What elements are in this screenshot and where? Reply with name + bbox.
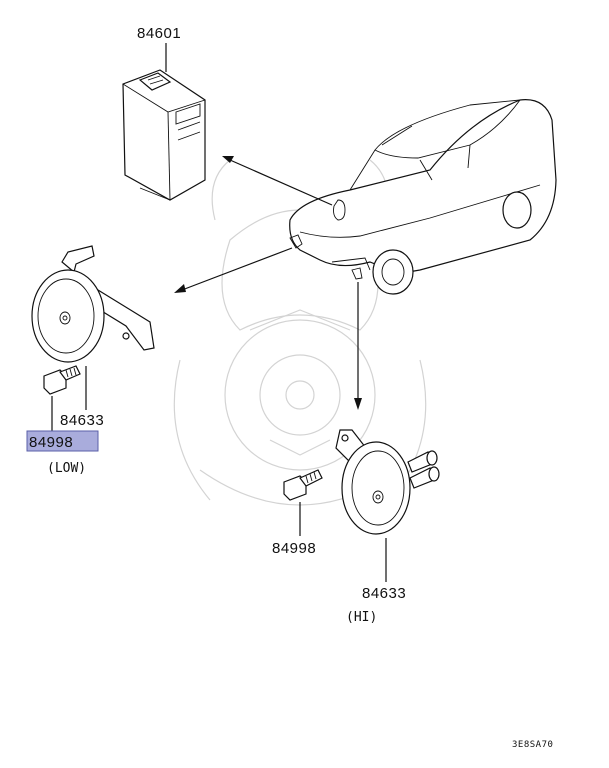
car-outline [289, 99, 557, 295]
arrows [174, 156, 362, 410]
callout-84998-low[interactable]: 84998 [29, 434, 73, 451]
callout-84998-low-highlight [26, 430, 99, 452]
horn-hi-part [335, 429, 440, 535]
low-variant-tag: (LOW) [47, 461, 86, 476]
bolt-low-part [43, 365, 81, 395]
hi-variant-tag: (HI) [346, 610, 377, 625]
callout-84998-hi[interactable]: 84998 [272, 540, 316, 557]
bolt-hi-part [283, 469, 323, 501]
diagram-code: 3E8SA70 [512, 740, 553, 750]
callout-84633-hi[interactable]: 84633 [362, 585, 406, 602]
horn-low-part [31, 245, 155, 363]
leader-lines [51, 43, 387, 582]
callout-84633-low[interactable]: 84633 [60, 412, 104, 429]
callout-84601[interactable]: 84601 [137, 25, 181, 42]
control-unit-part [122, 69, 206, 201]
